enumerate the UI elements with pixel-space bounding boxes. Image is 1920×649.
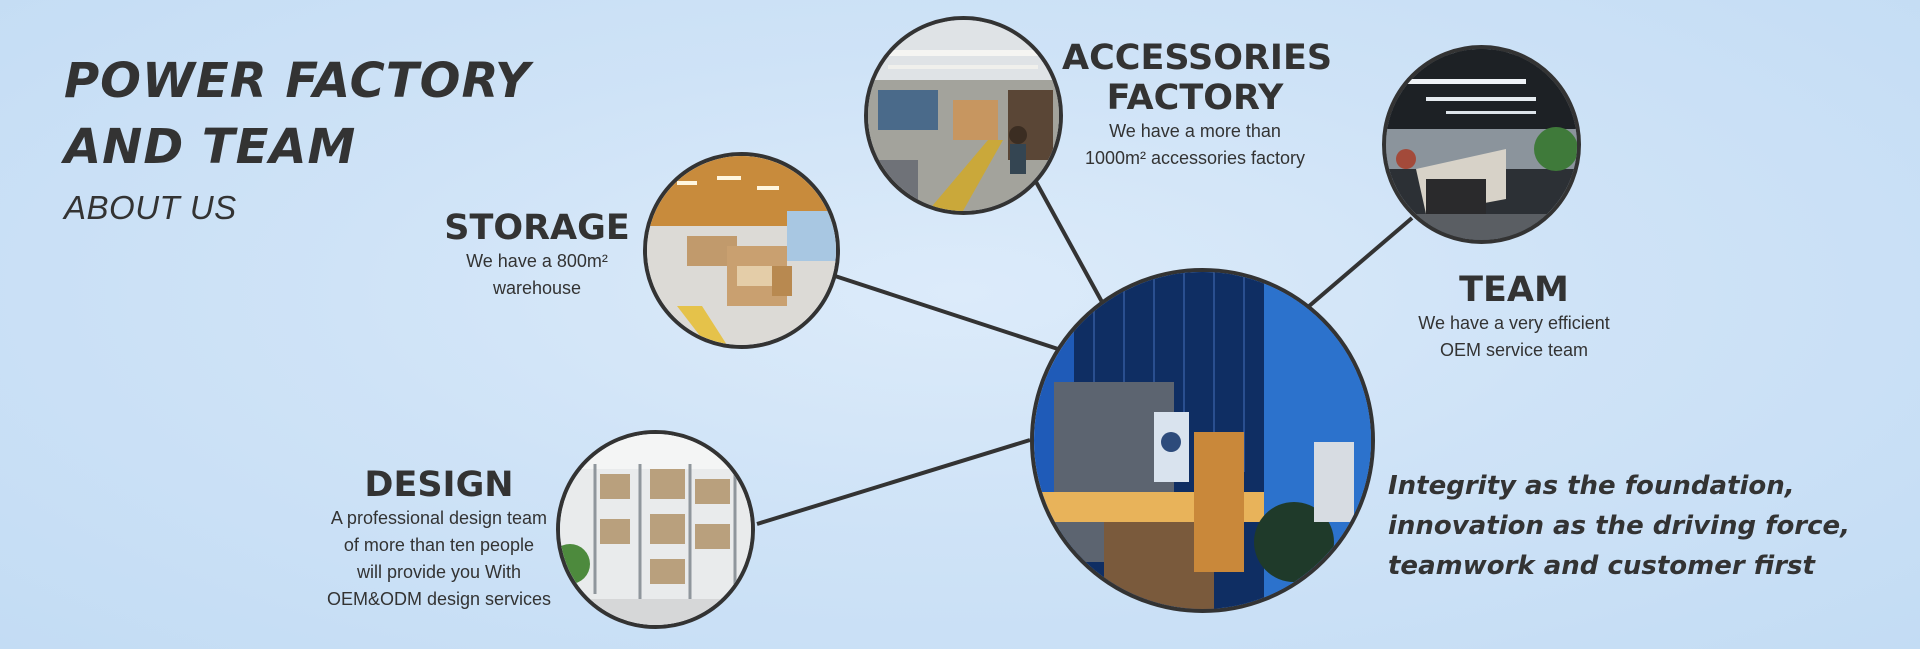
team-info: TEAM We have a very efficient OEM servic… [1374, 270, 1654, 364]
title-line-1: POWER FACTORY [64, 53, 531, 109]
design-info: DESIGN A professional design team of mor… [314, 465, 564, 613]
headquarters-building-photo [1030, 268, 1375, 613]
storage-warehouse-photo [643, 152, 840, 349]
accessories-factory-info: ACCESSORIES FACTORY We have a more than … [1062, 38, 1333, 172]
connector-team [1306, 216, 1414, 309]
connector-storage [834, 274, 1059, 351]
company-slogan: Integrity as the foundation, innovation … [1388, 466, 1850, 586]
accessories-factory-desc: We have a more than 1000m² accessories f… [1084, 121, 1306, 168]
storage-title: STORAGE [444, 208, 630, 248]
connector-accessories [1033, 179, 1104, 303]
slogan-line-3: teamwork and customer first [1388, 551, 1815, 581]
design-room-photo [556, 430, 755, 629]
slogan-line-2: innovation as the driving force, [1388, 511, 1851, 541]
slogan-line-1: Integrity as the foundation, [1388, 471, 1795, 501]
storage-info: STORAGE We have a 800m² warehouse [430, 208, 644, 302]
accessories-factory-photo [864, 16, 1063, 215]
page-subtitle: ABOUT US [64, 189, 237, 226]
team-title: TEAM [1459, 270, 1569, 310]
title-line-2: AND TEAM [64, 119, 357, 175]
team-desc: We have a very efficient OEM service tea… [1418, 313, 1610, 360]
design-desc: A professional design team of more than … [326, 508, 552, 609]
page-title: POWER FACTORY AND TEAM [64, 48, 531, 180]
team-office-photo [1382, 45, 1581, 244]
storage-desc: We have a 800m² warehouse [466, 251, 608, 298]
design-title: DESIGN [364, 465, 514, 505]
connector-design [756, 438, 1031, 526]
accessories-factory-title: ACCESSORIES FACTORY [1062, 38, 1333, 118]
